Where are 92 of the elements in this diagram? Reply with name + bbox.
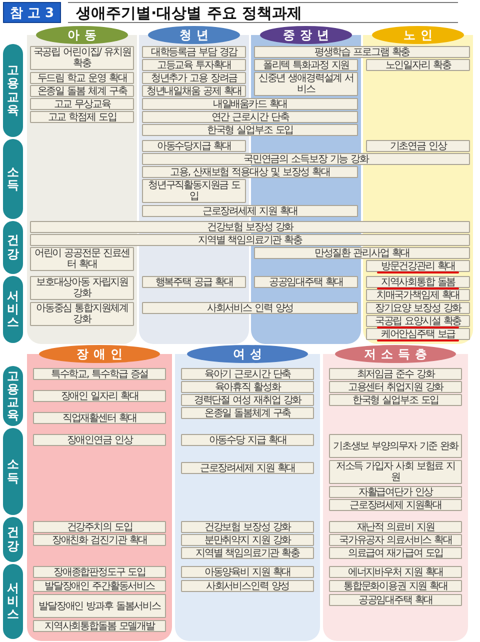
policy-item: 발달장애인 주간활동서비스 bbox=[33, 580, 166, 592]
policy-item: 건강보험 보장성 강화 bbox=[30, 221, 470, 233]
policy-item: 발달장애인 방과후 돌봄서비스 bbox=[33, 594, 166, 618]
policy-item: 근로장려세제 지원확대 bbox=[329, 499, 462, 511]
policy-item: 국공립 어린이집/ 유치원 확충 bbox=[30, 46, 134, 70]
policy-item: 자활급여단가 인상 bbox=[329, 486, 462, 498]
category-label: 건강 bbox=[3, 517, 23, 562]
policy-item: 지역사회통합 돌봄 bbox=[366, 276, 470, 288]
policy-item: 장애종합판정도구 도입 bbox=[33, 566, 166, 578]
policy-item: 연간 근로시간 단축 bbox=[142, 111, 358, 123]
policy-item: 고등교육 투자확대 bbox=[142, 59, 246, 71]
policy-item: 직업재활센터 확대 bbox=[33, 412, 166, 424]
policy-item: 고용센터 취업지원 강화 bbox=[329, 381, 462, 393]
policy-item: 청년구직활동지원금 도입 bbox=[142, 179, 246, 203]
policy-item: 한국형 실업부조 도입 bbox=[329, 394, 462, 406]
policy-item: 노인일자리 확충 bbox=[366, 59, 470, 71]
policy-item: 지역별 책임의료기관 확충 bbox=[30, 234, 470, 246]
policy-item: 건강보험 보장성 강화 bbox=[181, 521, 314, 533]
policy-item: 통합문화이용권 지원 확대 bbox=[329, 580, 462, 592]
reference-tag: 참 고 3 bbox=[3, 2, 61, 23]
policy-item: 폴리텍 특화과정 지원 bbox=[254, 59, 358, 71]
policy-item: 신중년 생애경력설계 서비스 bbox=[254, 72, 358, 96]
title-banner: 생애주기별·대상별 주요 정책과제 bbox=[68, 2, 458, 23]
policy-item: 장애인 일자리 확대 bbox=[33, 390, 166, 402]
column-heading: 노인 bbox=[372, 26, 464, 44]
category-label: 고용교육 bbox=[3, 366, 23, 426]
category-label: 소득 bbox=[3, 139, 23, 219]
policy-item: 기초생보 부양의무자 기준 완화 bbox=[329, 434, 462, 458]
policy-item: 방문건강관리 확대 bbox=[366, 260, 470, 272]
policy-item: 아동중심 통합지원체계 강화 bbox=[30, 302, 134, 326]
policy-item: 아동수당 지급 확대 bbox=[181, 434, 314, 446]
policy-item: 만성질환 관리사업 확대 bbox=[254, 247, 470, 259]
policy-item: 온종일 돌봄 체계 구축 bbox=[30, 85, 134, 97]
policy-item: 보호대상아동 자립지원 강화 bbox=[30, 276, 134, 300]
policy-item: 장애친화 검진기관 확대 bbox=[33, 534, 166, 546]
policy-item: 육아휴직 활성화 bbox=[181, 381, 314, 393]
policy-item: 공공임대주택 확대 bbox=[329, 594, 462, 606]
column-heading: 장애인 bbox=[38, 345, 160, 363]
column-heading: 여성 bbox=[186, 345, 308, 363]
policy-item: 사회서비스 인력 양성 bbox=[142, 302, 358, 314]
policy-item: 장기요양 보장성 강화 bbox=[366, 302, 470, 314]
policy-item: 평생학습 프로그램 확충 bbox=[254, 46, 470, 58]
policy-item: 청년추가 고용 장려금 bbox=[142, 72, 246, 84]
policy-item: 근로장려세제 지원 확대 bbox=[181, 462, 314, 474]
policy-item: 국가유공자 의료서비스 확대 bbox=[329, 534, 462, 546]
policy-item: 고교 학점제 도입 bbox=[30, 111, 134, 123]
policy-item: 치매국가책임제 확대 bbox=[366, 289, 470, 301]
policy-item: 재난적 의료비 지원 bbox=[329, 521, 462, 533]
policy-item: 저소득 가입자 사회 보험료 지원 bbox=[329, 460, 462, 484]
policy-item: 온종일 돌봄체계 구축 bbox=[181, 407, 314, 419]
policy-item: 국민연금의 소득보장 기능 강화 bbox=[142, 153, 470, 165]
policy-item: 한국형 실업부조 도입 bbox=[142, 124, 358, 136]
policy-item: 고용, 산재보험 적용대상 및 보장성 확대 bbox=[142, 166, 358, 178]
policy-item: 기초연금 인상 bbox=[366, 140, 470, 152]
policy-item: 에너지바우처 지원 확대 bbox=[329, 566, 462, 578]
policy-item: 특수학교, 특수학급 증설 bbox=[33, 368, 166, 380]
category-label: 고용교육 bbox=[3, 44, 23, 137]
category-label: 서비스 bbox=[3, 276, 23, 343]
column-panel bbox=[323, 345, 468, 641]
column-heading: 저소득층 bbox=[334, 345, 456, 363]
policy-item: 대학등록금 부담 경감 bbox=[142, 46, 246, 58]
category-label: 서비스 bbox=[3, 564, 23, 639]
policy-item: 장애인연금 인상 bbox=[33, 434, 166, 446]
policy-item: 아동수당지급 확대 bbox=[142, 140, 246, 152]
policy-item: 의료급여 재가급여 도입 bbox=[329, 547, 462, 559]
policy-item: 육아기 근로시간 단축 bbox=[181, 368, 314, 380]
column-panel bbox=[27, 26, 137, 344]
policy-item: 최저임금 준수 강화 bbox=[329, 368, 462, 380]
policy-item: 내일배움카드 확대 bbox=[142, 98, 358, 110]
policy-item: 분만취약지 지원 강화 bbox=[181, 534, 314, 546]
policy-item: 근로장려세제 지원 확대 bbox=[142, 205, 358, 217]
policy-item: 건강주치의 도입 bbox=[33, 521, 166, 533]
column-panel bbox=[175, 345, 320, 641]
policy-item: 경력단절 여성 재취업 강화 bbox=[181, 394, 314, 406]
policy-item: 지역별 책임의료기관 확충 bbox=[181, 547, 314, 559]
column-heading: 청년 bbox=[148, 26, 240, 44]
policy-item: 공공임대주택 확대 bbox=[254, 276, 358, 288]
category-label: 소득 bbox=[3, 428, 23, 515]
policy-item: 국공립 요양시설 확충 bbox=[366, 315, 470, 327]
policy-item: 아동양육비 지원 확대 bbox=[181, 566, 314, 578]
column-panel bbox=[27, 345, 172, 641]
policy-item: 케어안심주택 보급 bbox=[366, 328, 470, 340]
policy-item: 행복주택 공급 확대 bbox=[142, 276, 246, 288]
policy-item: 청년내일채움 공제 확대 bbox=[142, 85, 246, 97]
policy-item: 지역사회통합돌봄 모델개발 bbox=[33, 620, 166, 632]
policy-item: 두드림 학교 운영 확대 bbox=[30, 72, 134, 84]
policy-item: 사회서비스인력 양성 bbox=[181, 580, 314, 592]
column-heading: 아동 bbox=[36, 26, 128, 44]
column-heading: 중장년 bbox=[260, 26, 352, 44]
category-label: 건강 bbox=[3, 221, 23, 274]
policy-item: 어린이 공공전문 진료센터 확대 bbox=[30, 247, 134, 271]
policy-item: 고교 무상교육 bbox=[30, 98, 134, 110]
